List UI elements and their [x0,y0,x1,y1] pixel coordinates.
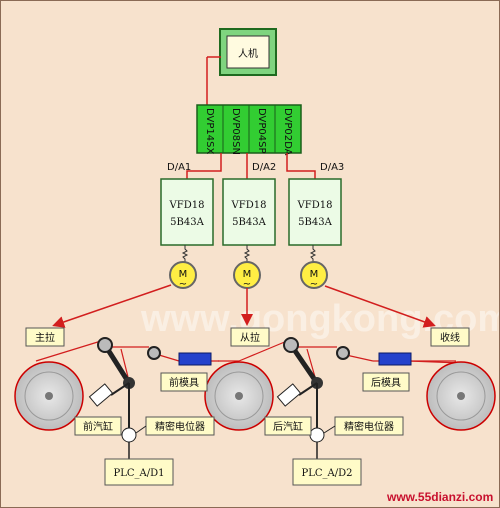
svg-text:精密电位器: 精密电位器 [155,420,205,433]
svg-text:~: ~ [310,279,318,290]
rear-cylinder-label: 后汽缸 [264,416,312,436]
main-pull-reel [14,361,84,431]
winder-label: 收线 [430,327,470,347]
plc-module-1: DVP14SX [204,108,215,154]
vfd-3-line2: 5B43A [298,217,332,228]
svg-text:M: M [243,269,252,280]
hmi-terminal: 人机 [219,28,277,76]
front-adc-label: PLC_A/D1 [104,458,174,486]
svg-text:前汽缸: 前汽缸 [83,420,113,433]
svg-text:M: M [310,269,319,280]
da3-label: D/A3 [320,162,344,173]
slave-pull-label: 从拉 [230,327,270,347]
main-pull-label: 主拉 [25,327,65,347]
vfd-1: VFD18 5B43A [160,178,214,246]
plc-module-2: DVP08SN [230,108,241,155]
plc-module-3: DVP04SP [256,108,267,154]
slave-pull-reel [204,361,274,431]
front-cylinder-label: 前汽缸 [74,416,122,436]
vfd-3-line1: VFD18 [297,200,333,211]
front-pot-label: 精密电位器 [145,416,215,436]
winder-reel [426,361,496,431]
svg-text:从拉: 从拉 [240,331,260,344]
vfd-2-line1: VFD18 [231,200,267,211]
vfd-2: VFD18 5B43A [222,178,276,246]
front-die [178,352,212,366]
site-footer: www.55dianzi.com [386,490,493,504]
motor-2: M ~ [233,261,261,290]
front-dancer [88,337,161,459]
svg-text:PLC_A/D1: PLC_A/D1 [114,468,165,479]
vfd-1-line2: 5B43A [170,217,204,228]
motor-1: M ~ [169,261,197,290]
vfd-3: VFD18 5B43A [288,178,342,246]
svg-text:收线: 收线 [440,331,460,344]
svg-text:后汽缸: 后汽缸 [273,420,303,433]
svg-text:后模具: 后模具 [371,377,401,389]
front-die-label: 前模具 [160,372,208,392]
da1-label: D/A1 [167,162,191,173]
svg-text:前模具: 前模具 [169,376,199,389]
rear-pot-label: 精密电位器 [334,416,404,436]
vfd-1-line1: VFD18 [169,200,205,211]
plc-module-4: DVP02DA [282,108,293,156]
rear-die-label: 后模具 [362,372,410,392]
rear-die [378,352,412,366]
rear-adc-label: PLC_A/D2 [292,458,362,486]
svg-text:主拉: 主拉 [35,331,55,344]
svg-text:PLC_A/D2: PLC_A/D2 [302,468,353,479]
rear-dancer [276,337,350,459]
motor-3: M ~ [300,261,328,290]
svg-text:M: M [179,269,188,280]
hmi-label: 人机 [238,47,258,60]
svg-text:~: ~ [243,279,251,290]
plc-rack: DVP14SX DVP08SN DVP04SP DVP02DA [196,104,302,156]
svg-text:精密电位器: 精密电位器 [344,420,394,433]
svg-text:~: ~ [179,279,187,290]
vfd-2-line2: 5B43A [232,217,266,228]
da2-label: D/A2 [252,162,276,173]
